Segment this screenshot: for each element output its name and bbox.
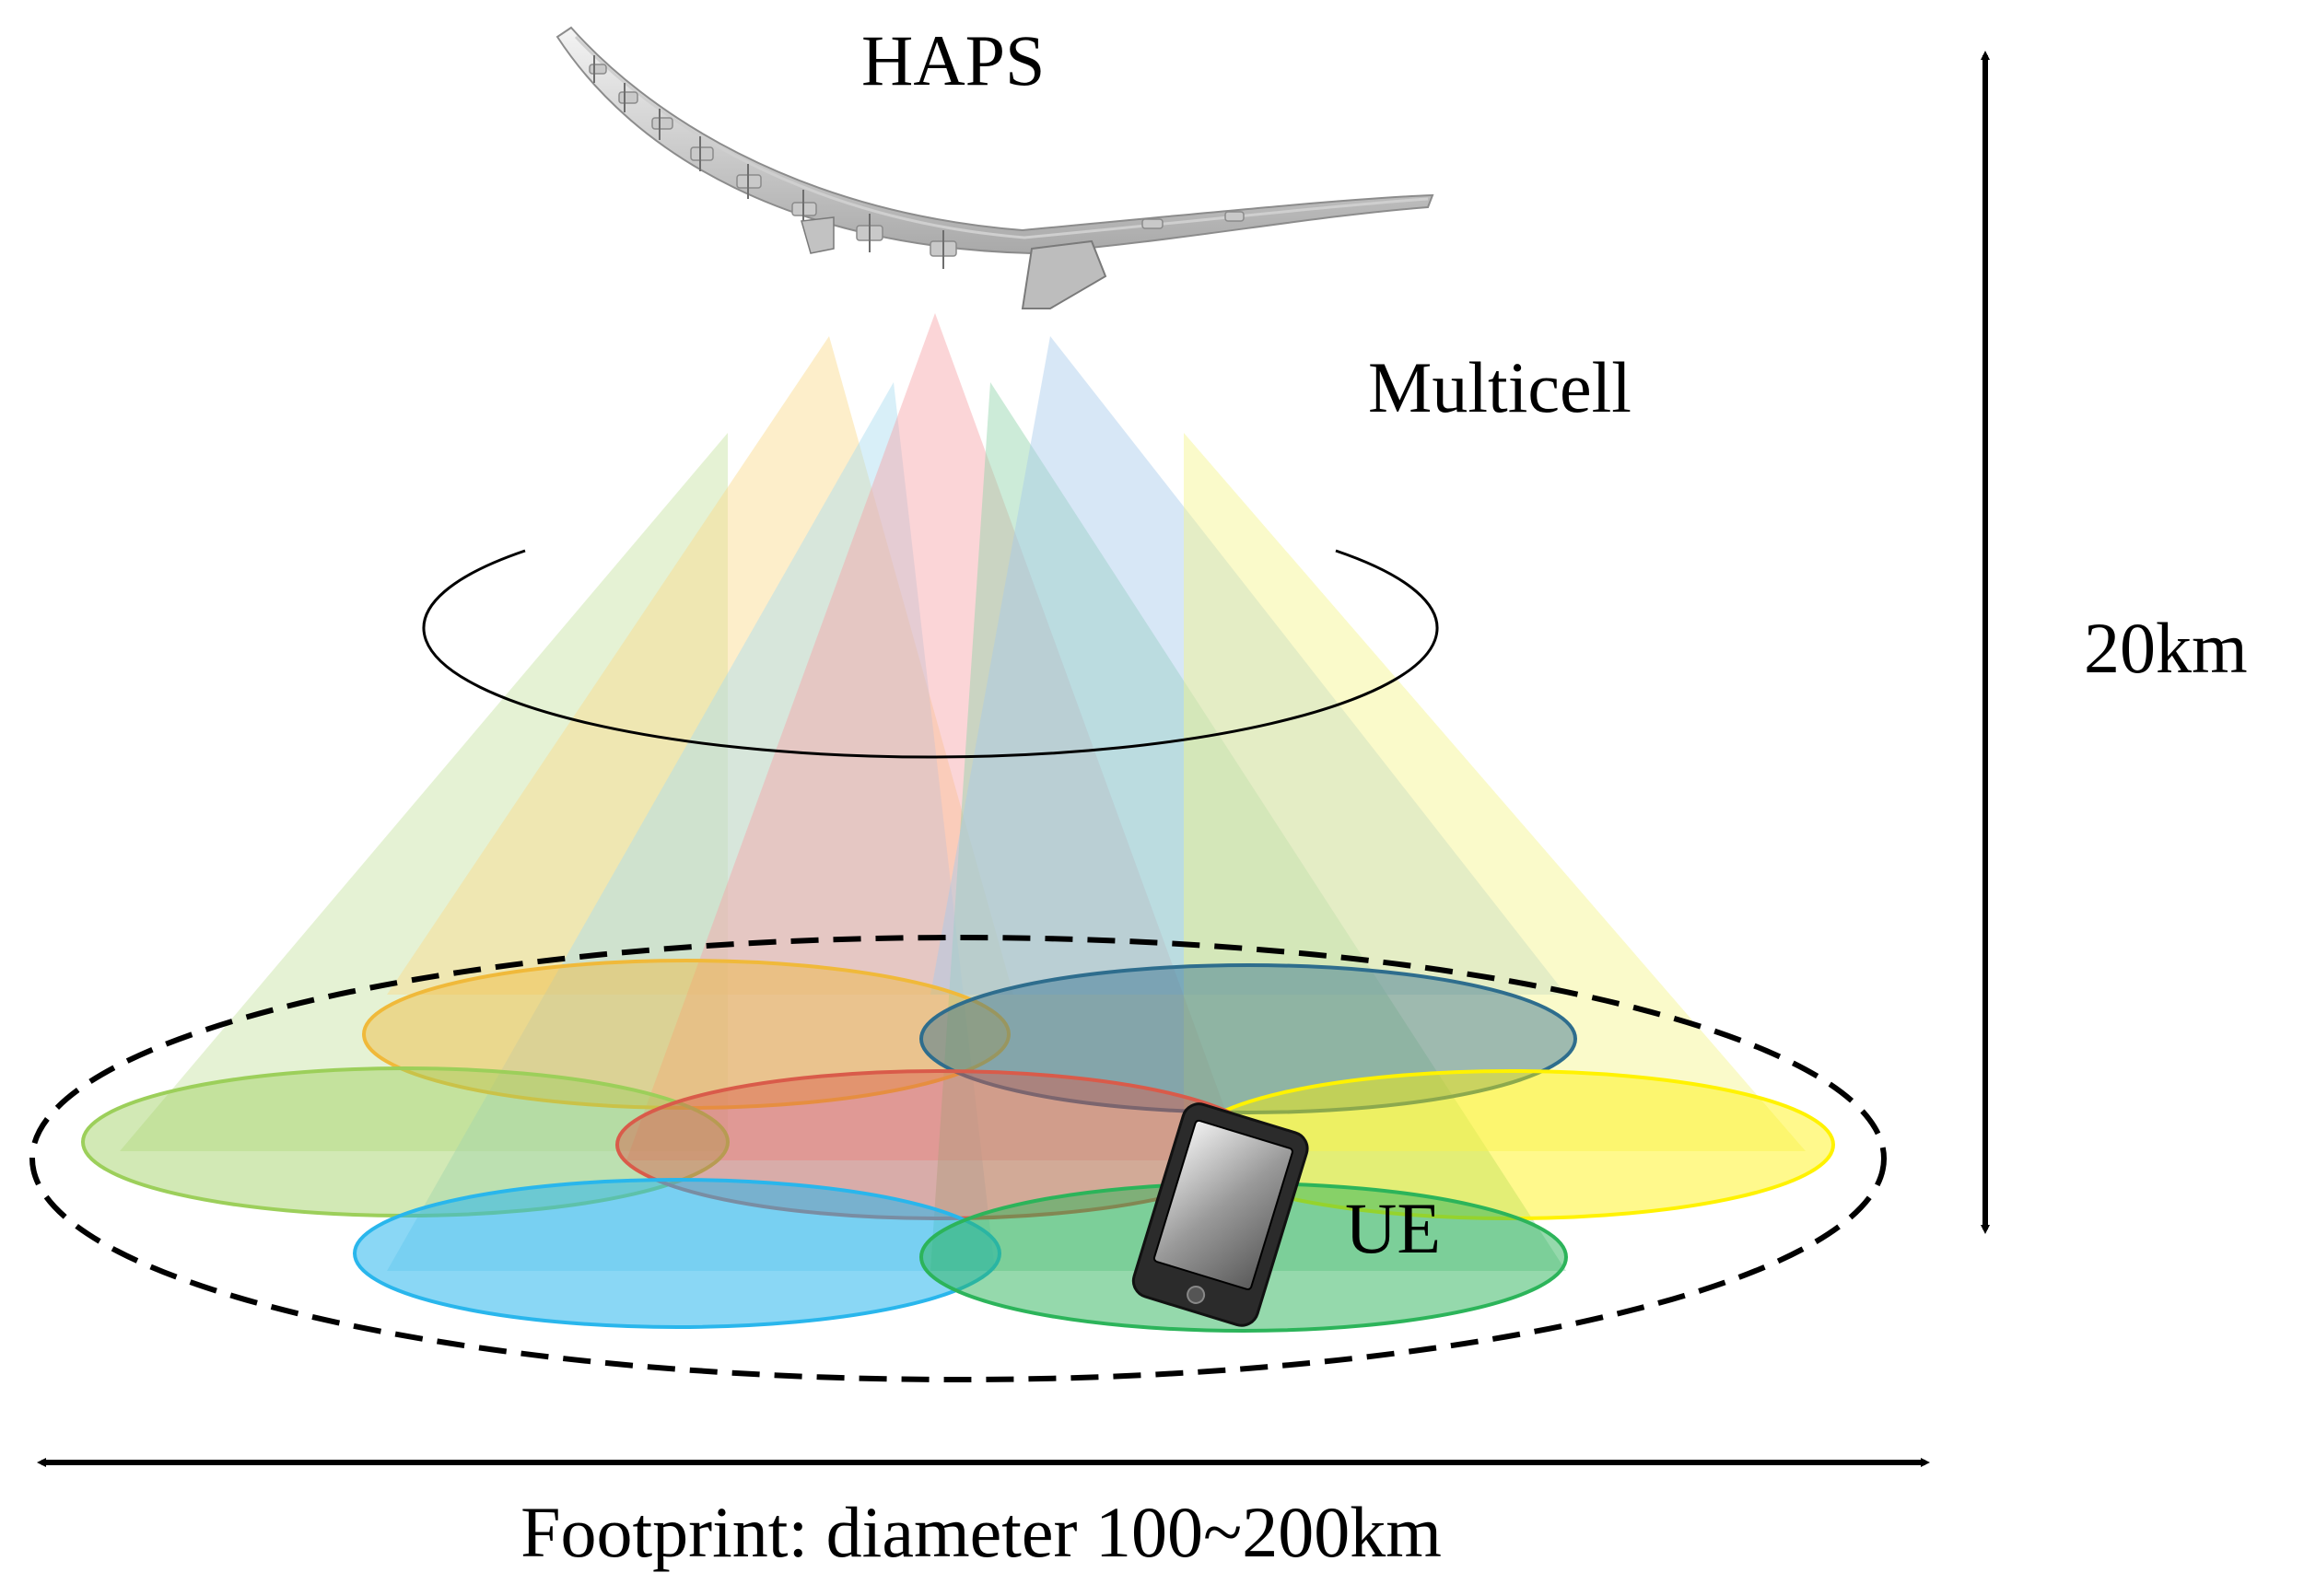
beam-light-orange	[387, 336, 1013, 995]
beam-yellow	[1184, 433, 1806, 1151]
haps-aircraft-icon	[556, 26, 1434, 309]
orbit-ellipse	[422, 549, 1439, 759]
cell-orange	[362, 959, 1011, 1110]
altitude-label: 20km	[2084, 608, 2248, 688]
smartphone-icon	[1131, 1102, 1309, 1327]
beam-green	[930, 382, 1566, 1271]
beam-light-green	[120, 433, 728, 1151]
multicell-label: Multicell	[1368, 347, 1632, 427]
beam-light-cyan	[387, 382, 995, 1271]
cell-blue	[353, 1178, 1001, 1329]
beam-pink	[626, 313, 1244, 1160]
beam-light-blue	[930, 336, 1566, 995]
footprint-ellipse	[29, 935, 1887, 1382]
haps-label: HAPS	[861, 20, 1045, 100]
footprint-label: Footprint: diameter 100~200km	[520, 1492, 1442, 1572]
ue-label: UE	[1345, 1188, 1441, 1268]
beam-group	[120, 313, 1806, 1271]
